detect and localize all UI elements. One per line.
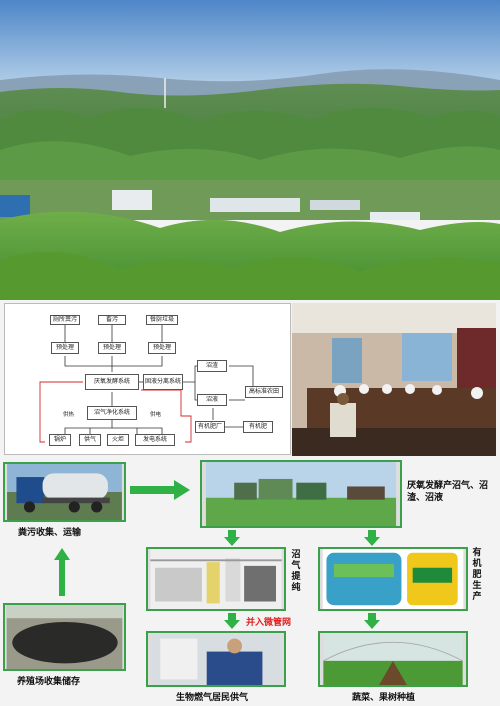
household-caption: 生物燃气居民供气	[176, 693, 249, 703]
down-arrow-icon	[364, 530, 380, 546]
source-toilet-waste: 厕所粪污	[50, 315, 80, 325]
storage-caption: 养殖场收集储存	[17, 677, 81, 687]
pretreat-box-3: 预处理	[148, 342, 176, 354]
aerial-landscape-photo	[0, 0, 500, 300]
grid-injection-caption: 并入微管网	[246, 618, 292, 628]
power-system-box: 发电系统	[135, 434, 175, 446]
truck-transport-photo	[3, 462, 126, 522]
source-kitchen-waste: 餐厨垃圾	[146, 315, 178, 325]
farm-storage-photo	[3, 603, 126, 671]
up-arrow-icon	[54, 548, 70, 596]
digester-plant-photo	[200, 460, 402, 528]
farmland-box: 高标准农田	[245, 386, 283, 398]
source-livestock-waste: 畜污	[98, 315, 126, 325]
heat-supply-label: 供热	[63, 412, 75, 418]
process-flow-diagram: 厕所粪污 畜污 餐厨垃圾 预处理 预处理 预处理 厌氧发酵系统 固液分离系统 沼…	[4, 303, 291, 455]
gas-purify-box: 沼气净化系统	[87, 406, 137, 420]
greenhouse-planting-photo	[318, 631, 468, 687]
planting-caption: 蔬菜、果树种植	[352, 693, 416, 703]
boiler-box: 锅炉	[49, 434, 71, 446]
power-supply-label: 供电	[150, 412, 162, 418]
torch-box: 火炬	[107, 434, 129, 446]
household-gas-photo	[146, 631, 286, 687]
right-arrow-icon	[130, 480, 190, 500]
organic-fert-box: 有机肥	[243, 421, 273, 433]
meeting-room-photo	[292, 303, 496, 456]
collect-transport-caption: 粪污收集、运输	[18, 528, 82, 538]
organic-plant-box: 有机肥厂	[195, 421, 225, 433]
down-arrow-icon	[364, 613, 380, 629]
separator-box: 固液分离系统	[143, 374, 183, 390]
gas-supply-box: 供气	[79, 434, 101, 446]
down-arrow-icon	[224, 613, 240, 629]
ferment-caption: 厌氧发酵产沼气、沼渣、沼液	[407, 481, 489, 503]
organic-fertilizer-photo	[318, 547, 468, 611]
pretreat-box-1: 预处理	[51, 342, 79, 354]
anaerobic-digester-box: 厌氧发酵系统	[85, 374, 139, 390]
down-arrow-icon	[224, 530, 240, 546]
pretreat-box-2: 预处理	[98, 342, 126, 354]
organic-caption: 有机肥生产	[472, 548, 482, 602]
residue-box: 沼渣	[197, 360, 227, 372]
liquid-box: 沼液	[197, 394, 227, 406]
gas-purification-photo	[146, 547, 286, 611]
purify-caption: 沼气提纯	[291, 550, 301, 593]
